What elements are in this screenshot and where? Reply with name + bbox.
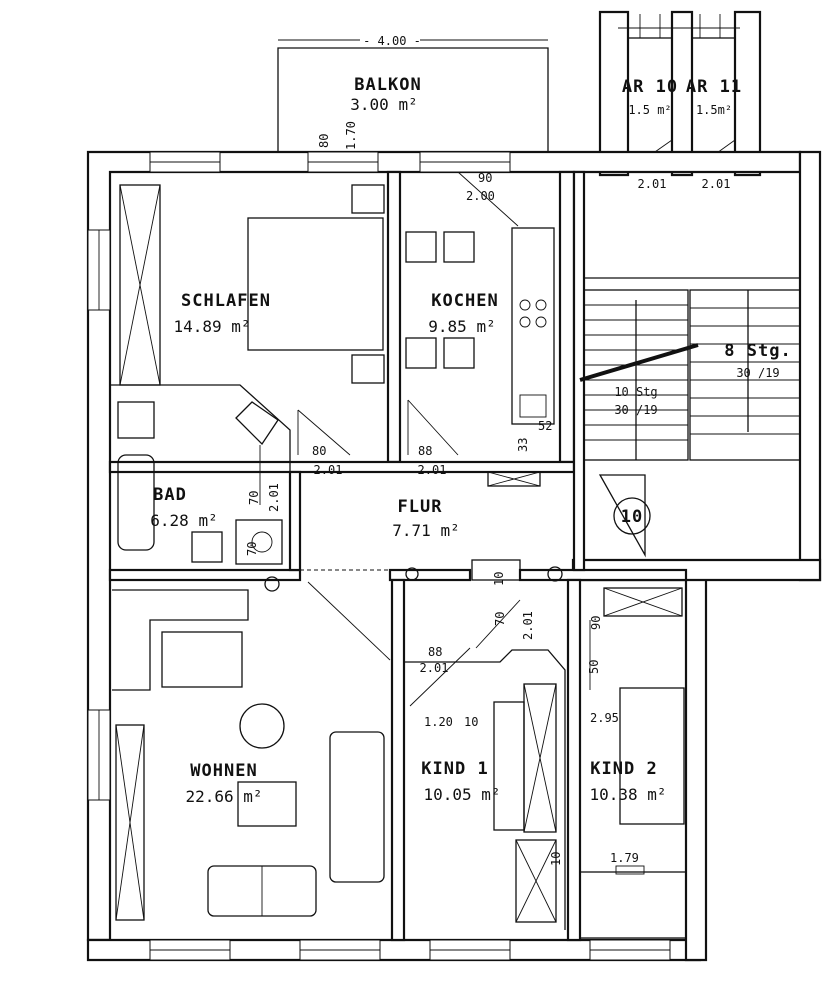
kind1-label: KIND 1 bbox=[421, 759, 488, 779]
storage-ar11-width: 2.01 bbox=[702, 177, 731, 191]
stairwell: 8 Stg. 30 /19 10 Stg 30 /19 10 bbox=[579, 171, 801, 558]
stairs-lower-label: 10 Stg bbox=[614, 385, 657, 399]
bad-area: 6.28 m² bbox=[150, 511, 217, 530]
kind1-dim-a: 70 bbox=[493, 612, 507, 626]
stairs-upper-label: 8 Stg. bbox=[724, 341, 791, 361]
flur-area: 7.71 m² bbox=[392, 521, 459, 540]
room-kochen: KOCHEN 9.85 m² 90 2.00 88 2.01 33 52 bbox=[405, 171, 555, 477]
kind1-area: 10.05 m² bbox=[423, 785, 500, 804]
kochen-dim-b: 52 bbox=[538, 419, 552, 433]
balcony-dim-a: 80 bbox=[317, 134, 331, 148]
kind1-dim-c: 1.20 bbox=[424, 715, 453, 729]
kochen-dim-a: 33 bbox=[516, 438, 530, 452]
room-flur: FLUR 7.71 m² 10 bbox=[264, 471, 563, 592]
stairs-number: 10 bbox=[621, 507, 643, 527]
room-kind1: KIND 1 10.05 m² 88 2.01 70 2.01 1.20 10 … bbox=[404, 599, 566, 930]
bad-dim-a: 70 bbox=[247, 491, 261, 505]
room-bad: BAD 6.28 m² 70 2.01 70 bbox=[110, 384, 291, 565]
bad-dim-b: 2.01 bbox=[267, 483, 281, 512]
stairs-upper-ratio: 30 /19 bbox=[736, 366, 779, 380]
kind1-dim-b: 2.01 bbox=[521, 611, 535, 640]
kochen-door-dim: 88 bbox=[418, 444, 432, 458]
storage-ar11-area: 1.5m² bbox=[696, 103, 732, 117]
kind2-dim-a: 90 bbox=[589, 616, 603, 630]
kind1-dim-d: 10 bbox=[464, 715, 478, 729]
balcony-dim-b: 1.70 bbox=[344, 121, 358, 150]
bad-label: BAD bbox=[153, 485, 187, 505]
kind1-door-dim: 88 bbox=[428, 645, 442, 659]
wohnen-label: WOHNEN bbox=[190, 761, 257, 781]
storage-ar10-area: 1.5 m² bbox=[628, 103, 671, 117]
kochen-width-dim: 2.01 bbox=[418, 463, 447, 477]
room-kind2: KIND 2 10.38 m² 90 50 2.95 1.79 bbox=[579, 587, 687, 939]
kochen-label: KOCHEN bbox=[431, 291, 498, 311]
storage-ar10-width: 2.01 bbox=[638, 177, 667, 191]
wohnen-area: 22.66 m² bbox=[185, 787, 262, 806]
schlafen-label: SCHLAFEN bbox=[181, 291, 271, 311]
schlafen-door-dim: 80 bbox=[312, 444, 326, 458]
outer-walls bbox=[86, 150, 822, 962]
storage-ar10-label: AR 10 bbox=[622, 77, 678, 97]
room-wohnen: WOHNEN 22.66 m² bbox=[112, 581, 391, 921]
room-schlafen: SCHLAFEN 14.89 m² 80 2.01 bbox=[119, 184, 385, 477]
kind2-dim-b: 50 bbox=[587, 660, 601, 674]
kochen-window-dim-a: 90 bbox=[478, 171, 492, 185]
balcony: - 4.00 - BALKON 3.00 m² 80 1.70 bbox=[277, 34, 549, 152]
balcony-width-dim: - 4.00 - bbox=[363, 34, 421, 48]
schlafen-width-dim: 2.01 bbox=[314, 463, 343, 477]
kind2-label: KIND 2 bbox=[590, 759, 657, 779]
kind2-dim-d: 1.79 bbox=[610, 851, 639, 865]
kind1-dim-e: 10 bbox=[549, 852, 563, 866]
balcony-label: BALKON bbox=[354, 75, 421, 95]
interior-walls bbox=[108, 170, 688, 942]
kind1-width-dim: 2.01 bbox=[420, 661, 449, 675]
kind2-dim-c: 2.95 bbox=[590, 711, 619, 725]
flur-label: FLUR bbox=[398, 497, 443, 517]
kind2-area: 10.38 m² bbox=[589, 785, 666, 804]
storage-ar11-label: AR 11 bbox=[686, 77, 742, 97]
stairs-lower-ratio: 30 /19 bbox=[614, 403, 657, 417]
kochen-window-dim-b: 2.00 bbox=[466, 189, 495, 203]
bad-dim-c: 70 bbox=[245, 542, 259, 556]
balcony-area: 3.00 m² bbox=[350, 95, 417, 114]
kochen-area: 9.85 m² bbox=[428, 317, 495, 336]
schlafen-area: 14.89 m² bbox=[173, 317, 250, 336]
flur-dim-a: 10 bbox=[492, 572, 506, 586]
